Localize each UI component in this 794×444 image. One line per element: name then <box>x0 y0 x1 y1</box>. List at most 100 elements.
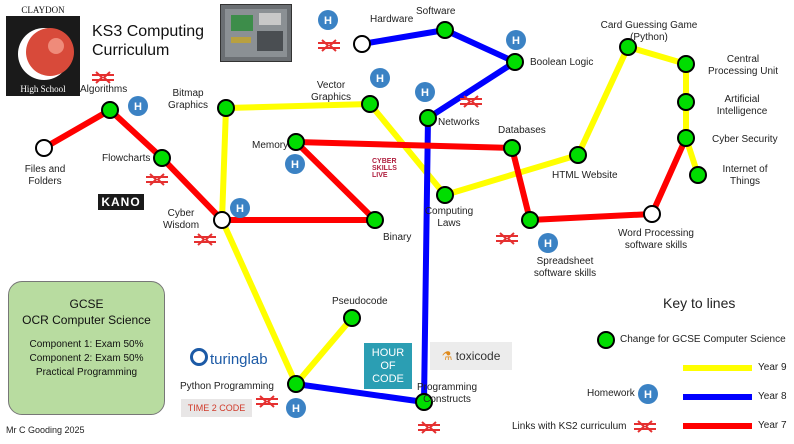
label-bitmap: Bitmap Graphics <box>167 88 208 111</box>
svg-text:H: H <box>292 403 300 415</box>
computer-internals-image <box>220 4 292 62</box>
gcse-practical: Practical Programming <box>35 367 138 378</box>
label-binary: Binary <box>383 232 412 243</box>
station-python[interactable] <box>287 375 305 393</box>
author-credit: Mr C Gooding 2025 <box>6 425 85 435</box>
station-databases[interactable] <box>503 139 521 157</box>
station-ai[interactable] <box>677 93 695 111</box>
homework-icon: H <box>538 233 558 253</box>
station-binary[interactable] <box>366 211 384 229</box>
station-boolean[interactable] <box>506 53 524 71</box>
label-word: Word Processing software skills <box>618 228 694 251</box>
homework-icon: H <box>230 198 250 218</box>
homework-icon: H <box>286 398 306 418</box>
svg-text:H: H <box>544 238 552 250</box>
year8-line <box>293 27 518 405</box>
ks2-rail-icon <box>634 420 656 433</box>
toxicode-logo: ⚗ toxicode <box>430 342 512 370</box>
label-cyber-security: Cyber Security <box>712 134 778 145</box>
station-files[interactable] <box>35 139 53 157</box>
gcse-component2: Component 2: Exam 50% <box>29 353 144 364</box>
gcse-subheading: OCR Computer Science <box>22 313 151 327</box>
station-word[interactable] <box>643 205 661 223</box>
label-spreadsheet: Spreadsheet software skills <box>533 256 597 279</box>
station-cpu[interactable] <box>677 55 695 73</box>
homework-icon: H <box>285 154 305 174</box>
label-pseudocode: Pseudocode <box>332 296 388 307</box>
station-html[interactable] <box>569 146 587 164</box>
title-line2: Curriculum <box>92 42 170 59</box>
ks2-rail-icon <box>496 232 518 245</box>
station-hardware[interactable] <box>353 35 371 53</box>
label-card: Card Guessing Game (Python) <box>600 20 698 43</box>
label-computing-laws: Computing Laws <box>424 206 474 229</box>
label-iot: Internet of Things <box>722 164 768 187</box>
homework-icon: H <box>415 82 435 102</box>
ks2-links <box>92 39 656 434</box>
ks2-rail-icon <box>460 95 482 108</box>
time2code-logo: TIME 2 CODE <box>181 399 252 417</box>
ks2-rail-icon <box>318 39 340 52</box>
label-hardware: Hardware <box>370 14 414 25</box>
label-files: Files and Folders <box>24 164 66 187</box>
logo-bottom-text: High School <box>20 84 66 94</box>
homework-icon: H <box>370 68 390 88</box>
homework-icon: H <box>506 30 526 50</box>
key-gcse-label: Change for GCSE Computer Science <box>620 334 786 345</box>
kano-logo: KANO <box>98 194 144 210</box>
key-title: Key to lines <box>663 295 736 311</box>
station-networks[interactable] <box>419 109 437 127</box>
school-logo: CLAYDON High School <box>6 4 80 96</box>
hour-of-code-logo: HOUR OF CODE <box>364 343 412 389</box>
logo-top-text: CLAYDON <box>21 5 65 15</box>
ks2-rail-icon <box>194 233 216 246</box>
key-homework-label: Homework <box>587 388 635 399</box>
svg-text:H: H <box>291 159 299 171</box>
station-memory[interactable] <box>287 133 305 151</box>
station-vector[interactable] <box>361 95 379 113</box>
station-computing-laws[interactable] <box>436 186 454 204</box>
station-bitmap[interactable] <box>217 99 235 117</box>
station-cyber-wisdom[interactable] <box>213 211 231 229</box>
station-spreadsheet[interactable] <box>521 211 539 229</box>
station-algorithms[interactable] <box>101 101 119 119</box>
ks2-rail-icon <box>418 421 440 434</box>
gcse-component1: Component 1: Exam 50% <box>29 339 144 350</box>
station-cyber-security[interactable] <box>677 129 695 147</box>
homework-icon: H <box>318 10 338 30</box>
station-pseudocode[interactable] <box>343 309 361 327</box>
cyber-skills-logo: CYBER SKILLS LIVE <box>372 158 397 179</box>
label-python: Python Programming <box>180 381 274 392</box>
key-gcse-swatch <box>597 331 615 349</box>
station-prog-constructs[interactable] <box>415 393 433 411</box>
label-networks: Networks <box>438 117 480 128</box>
label-vector: Vector Graphics <box>310 80 351 103</box>
ks2-rail-icon <box>256 395 278 408</box>
homework-icon: H <box>128 96 148 116</box>
gcse-info-box: GCSE OCR Computer Science Component 1: E… <box>8 281 165 415</box>
label-algorithms: Algorithms <box>80 84 128 95</box>
page-title: KS3 Computing Curriculum <box>92 22 204 60</box>
label-cyber-wisdom: Cyber Wisdom <box>162 208 200 231</box>
svg-text:H: H <box>134 101 142 113</box>
homework-badges: H H H H H H H H H H <box>128 10 658 418</box>
toxicode-text: toxicode <box>455 349 501 363</box>
station-iot[interactable] <box>689 166 707 184</box>
flask-icon: ⚗ <box>441 349 453 363</box>
station-flowcharts[interactable] <box>153 149 171 167</box>
key-year9-label: Year 9 <box>758 362 787 373</box>
key-year7-label: Year 7 <box>758 420 787 431</box>
svg-text:H: H <box>376 73 384 85</box>
ks2-rail-icon <box>92 71 114 84</box>
station-software[interactable] <box>436 21 454 39</box>
svg-text:H: H <box>512 35 520 47</box>
label-boolean: Boolean Logic <box>530 57 594 68</box>
station-card[interactable] <box>619 38 637 56</box>
svg-text:H: H <box>324 15 332 27</box>
key-year8-label: Year 8 <box>758 391 787 402</box>
label-prog-constructs: Programming Constructs <box>416 382 478 405</box>
svg-text:H: H <box>236 203 244 215</box>
label-ai: Artificial Intelligence <box>716 94 768 117</box>
label-memory: Memory <box>252 140 289 151</box>
